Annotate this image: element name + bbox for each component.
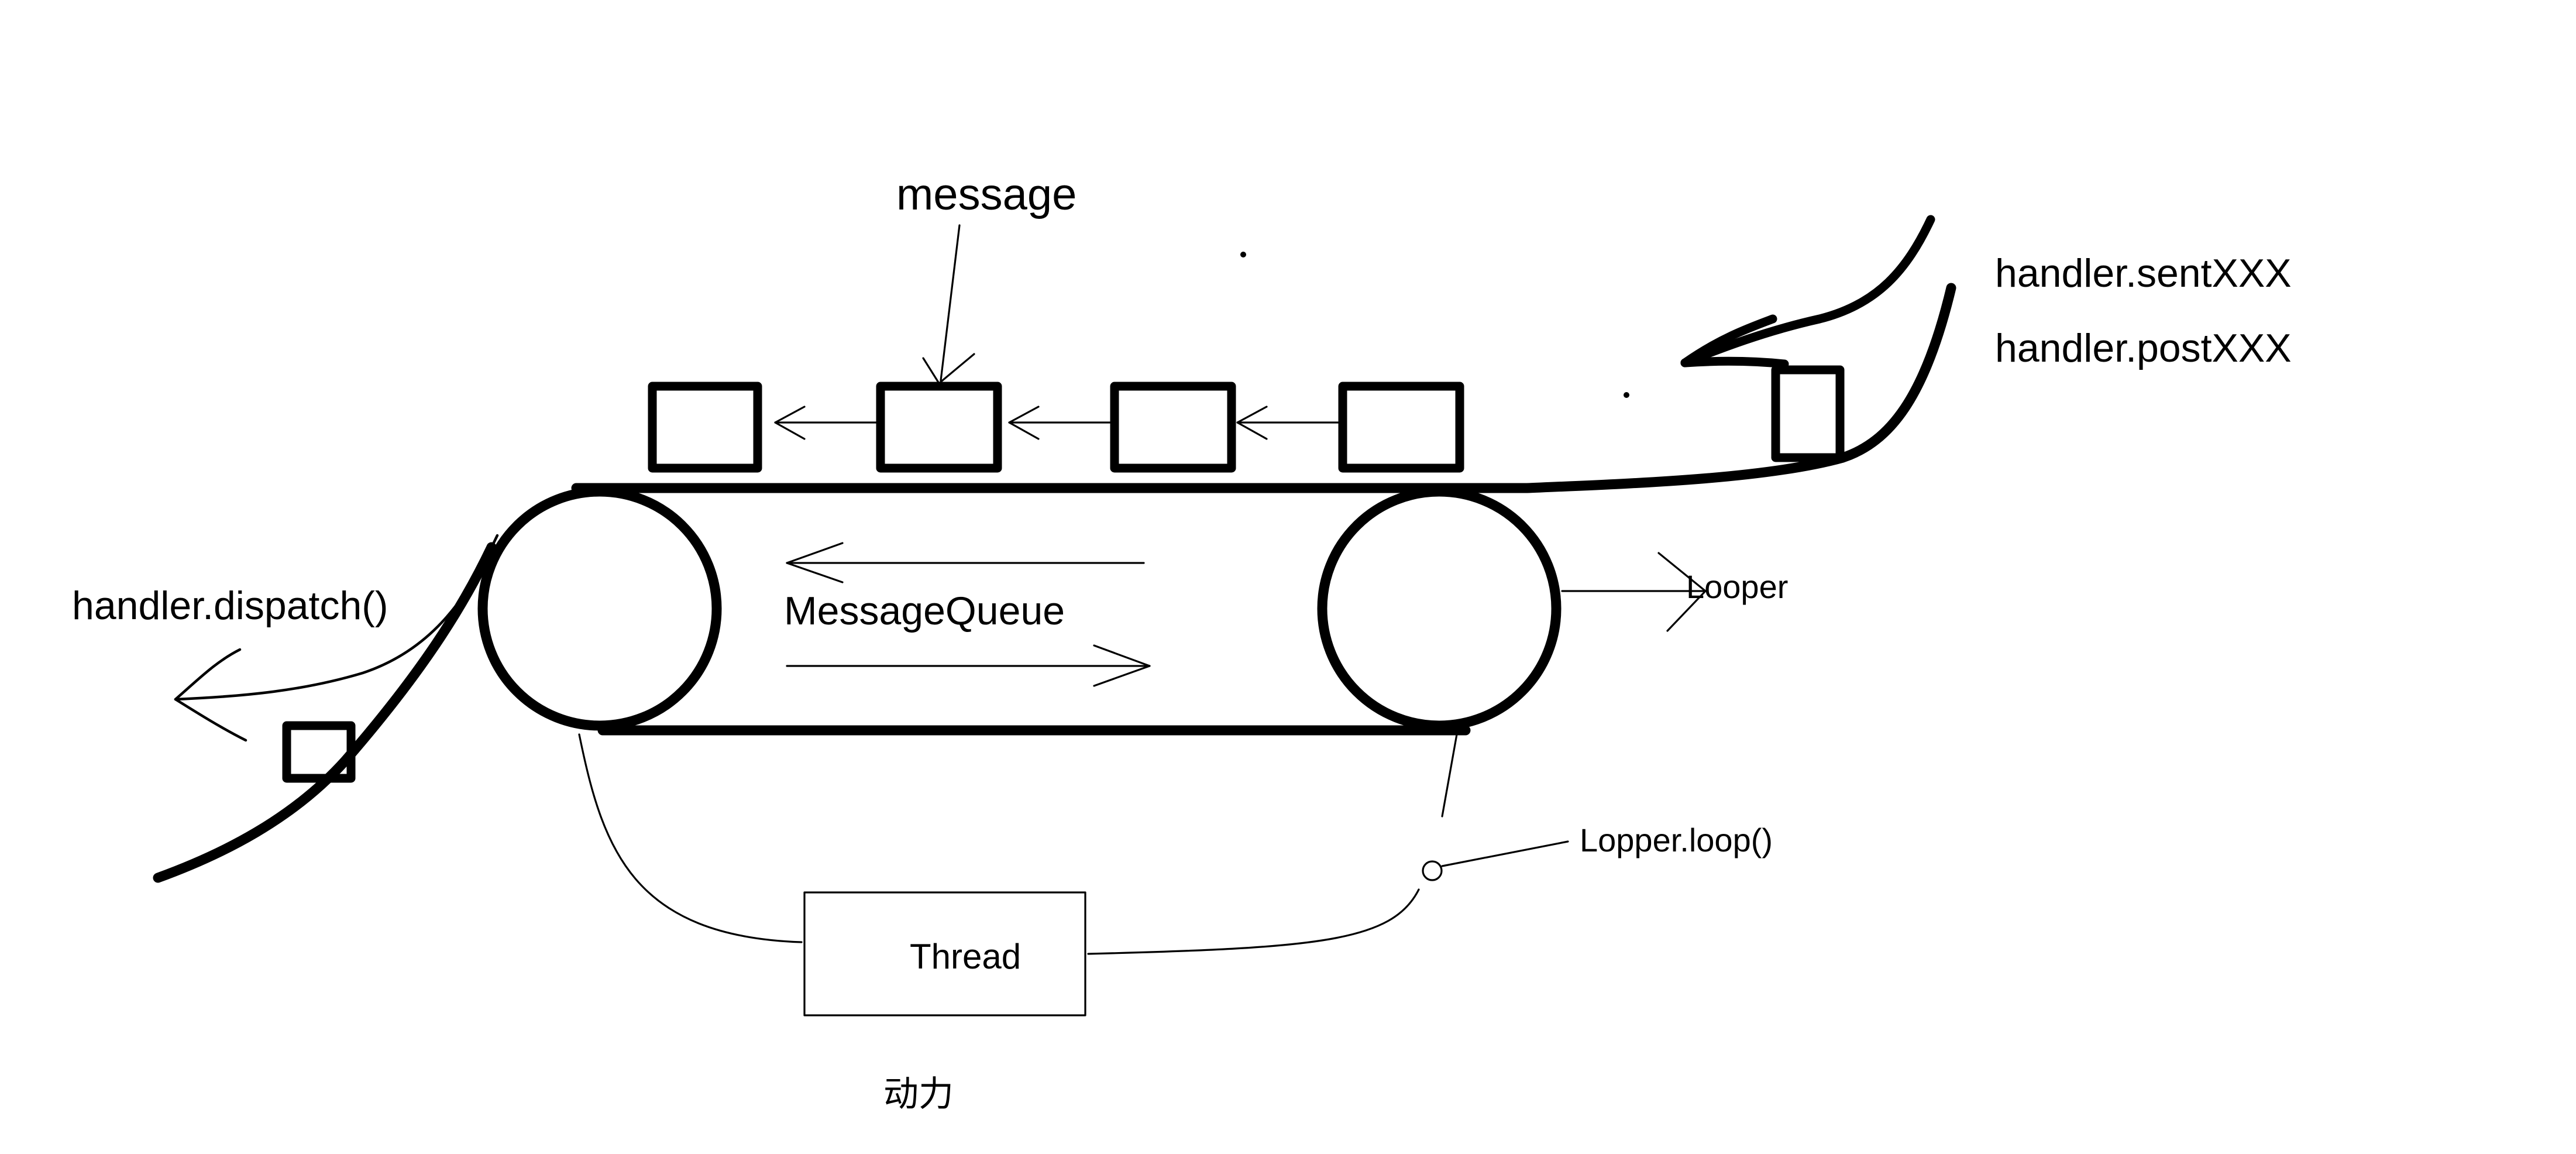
incoming-arrow <box>1680 215 1935 369</box>
label-message: message <box>896 170 1077 219</box>
thread-to-left-roller-line <box>578 733 803 943</box>
queue-bottom-arrow <box>786 644 1151 687</box>
message-box-3 <box>1110 382 1236 473</box>
right-roller-looper <box>1317 486 1562 731</box>
queue-link-arrow-3 <box>1236 406 1344 440</box>
conveyor-top-belt <box>571 283 1956 493</box>
label-handler-send: handler.sentXXX <box>1995 251 2292 296</box>
loop-connector-node <box>1422 860 1443 881</box>
queue-top-arrow <box>786 542 1145 583</box>
label-thread: Thread <box>910 937 1021 976</box>
thread-box <box>803 891 1086 1016</box>
queue-link-arrow-2 <box>1008 406 1116 440</box>
dispatched-message-box <box>282 721 356 783</box>
incoming-message-box <box>1771 365 1845 462</box>
looper-drive-line <box>1441 733 1458 818</box>
stray-dot-1 <box>1240 252 1246 257</box>
thread-to-looper-line <box>1087 888 1420 955</box>
outgoing-curve <box>153 542 497 883</box>
stray-dot-2 <box>1624 392 1629 398</box>
outgoing-arrow <box>174 534 499 742</box>
label-power: 动力 <box>883 1074 954 1114</box>
queue-link-arrow-1 <box>774 406 882 440</box>
message-box-2 <box>876 382 1002 473</box>
looper-pointer-arrow <box>1561 552 1707 632</box>
label-looper: Looper <box>1686 568 1788 605</box>
message-pointer-arrow <box>922 224 975 384</box>
message-box-4 <box>1338 382 1464 473</box>
label-message-queue: MessageQueue <box>784 589 1065 633</box>
loop-label-leader <box>1441 840 1569 867</box>
label-looper-loop: Lopper.loop() <box>1580 822 1773 858</box>
message-box-1 <box>648 382 762 473</box>
left-roller <box>477 486 722 731</box>
label-handler-post: handler.postXXX <box>1995 326 2292 370</box>
label-handler-dispatch: handler.dispatch() <box>72 583 388 628</box>
